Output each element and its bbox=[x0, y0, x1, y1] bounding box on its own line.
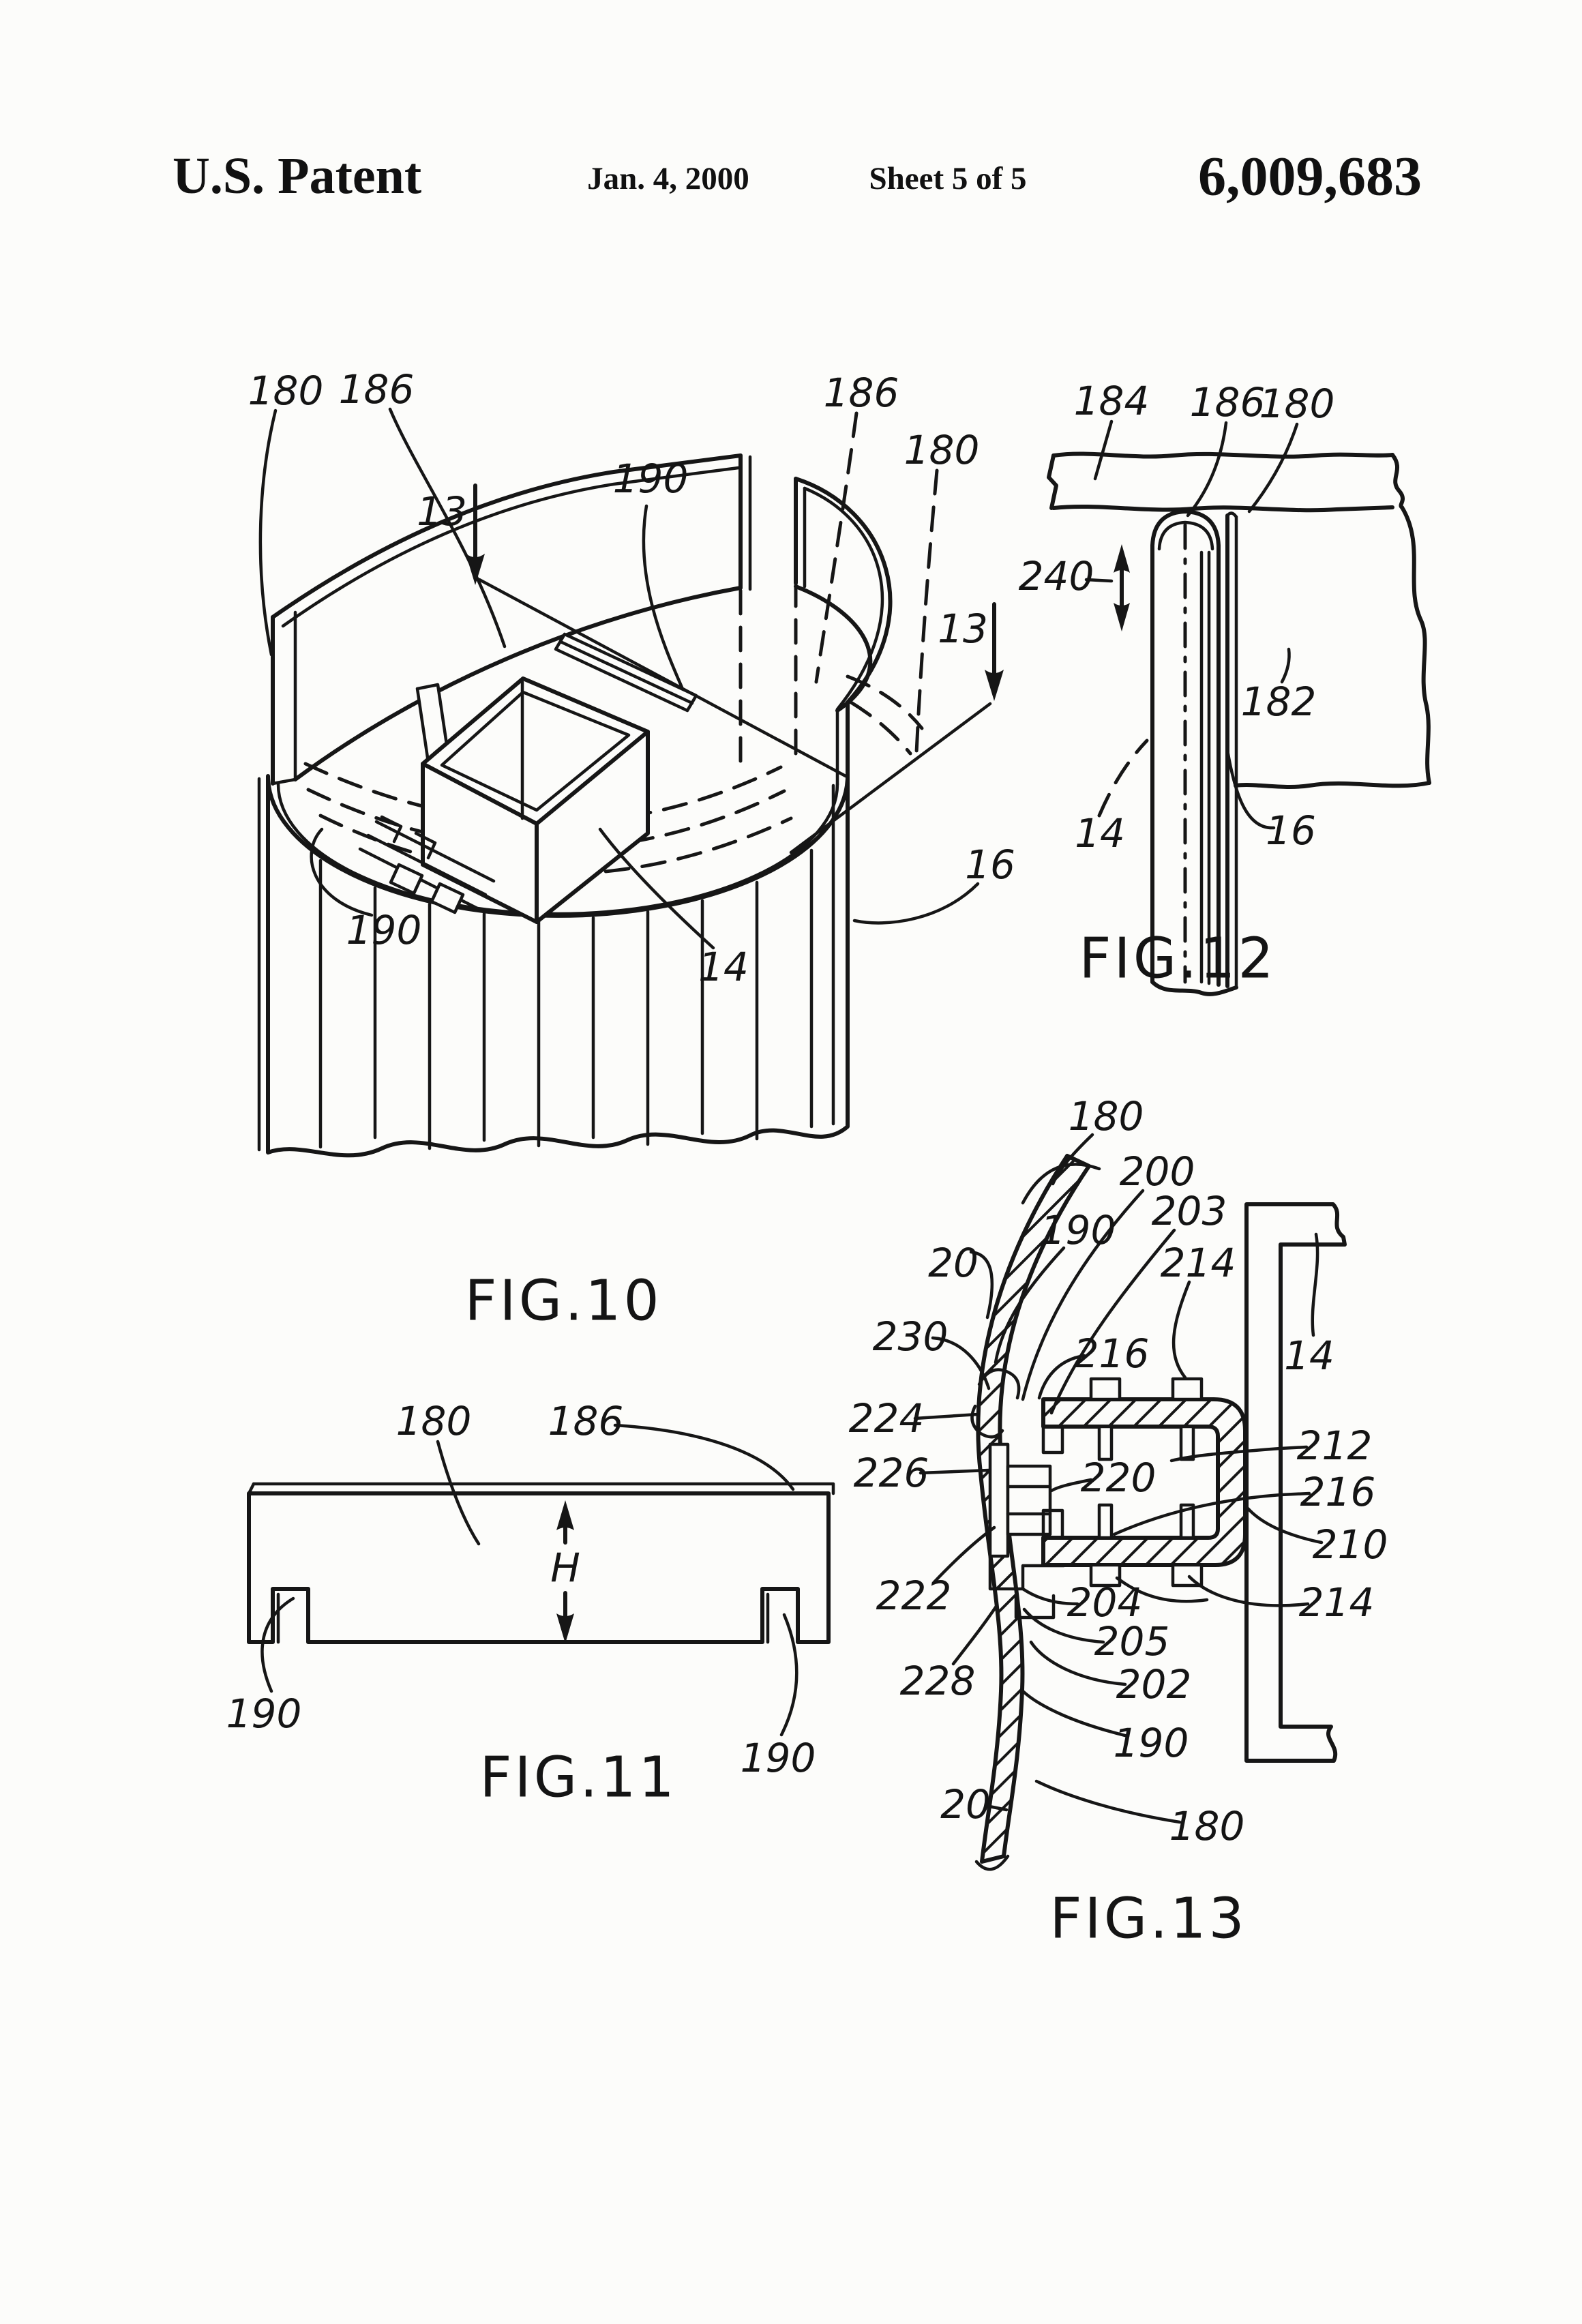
ref-numeral-202: 202 bbox=[1116, 1661, 1192, 1708]
ref-numeral-14: 14 bbox=[698, 944, 749, 990]
bracket-14 bbox=[1244, 1202, 1347, 1763]
header-patent-number: 6,009,683 bbox=[1198, 145, 1422, 207]
fig11-caption: FIG.11 bbox=[479, 1746, 676, 1811]
ref-numeral-228: 228 bbox=[900, 1658, 976, 1704]
header-date: Jan. 4, 2000 bbox=[587, 161, 749, 196]
ref-numeral-H: H bbox=[550, 1545, 580, 1591]
ref-numeral-186: 186 bbox=[548, 1398, 624, 1444]
ref-numeral-205: 205 bbox=[1094, 1618, 1170, 1665]
fig13-caption: FIG.13 bbox=[1049, 1887, 1247, 1952]
clip-cluster bbox=[358, 815, 496, 914]
vertical-adjust-arrow bbox=[1084, 544, 1130, 631]
ref-numeral-190: 190 bbox=[1114, 1720, 1189, 1766]
ref-numeral-210: 210 bbox=[1313, 1521, 1388, 1568]
header-title: U.S. Patent bbox=[173, 147, 421, 205]
ref-numeral-216: 216 bbox=[1074, 1330, 1150, 1377]
ref-numeral-190: 190 bbox=[741, 1735, 816, 1781]
ref-numeral-186: 186 bbox=[824, 370, 899, 416]
ref-numeral-180: 180 bbox=[396, 1398, 472, 1444]
ref-numeral-190: 190 bbox=[1041, 1207, 1116, 1253]
retainer-bolts bbox=[1089, 1377, 1204, 1588]
fig12-caption: FIG.12 bbox=[1079, 927, 1276, 992]
fig12-leaders bbox=[1093, 419, 1299, 830]
height-dimension-arrow bbox=[556, 1500, 574, 1643]
ref-numeral-230: 230 bbox=[873, 1313, 949, 1360]
fig10-leaders bbox=[258, 407, 980, 950]
rib-tube bbox=[1150, 509, 1238, 996]
ref-numeral-224: 224 bbox=[849, 1395, 925, 1442]
clip-details bbox=[970, 1368, 1066, 1620]
ref-numeral-190: 190 bbox=[226, 1690, 302, 1737]
ring-sheet bbox=[1234, 505, 1431, 789]
ref-numeral-14: 14 bbox=[1284, 1332, 1334, 1379]
square-duct bbox=[415, 632, 698, 924]
ref-numeral-226: 226 bbox=[854, 1450, 929, 1496]
ref-numeral-214: 214 bbox=[1299, 1579, 1375, 1626]
ref-numeral-180: 180 bbox=[1169, 1803, 1245, 1849]
section-line-13 bbox=[466, 483, 1004, 854]
ref-numeral-200: 200 bbox=[1120, 1148, 1195, 1195]
ref-numeral-186: 186 bbox=[1190, 379, 1266, 426]
ref-numeral-182: 182 bbox=[1241, 679, 1317, 725]
ref-numeral-203: 203 bbox=[1152, 1188, 1227, 1234]
ref-numeral-204: 204 bbox=[1067, 1579, 1143, 1626]
ref-numeral-190: 190 bbox=[613, 456, 689, 502]
ref-numeral-214: 214 bbox=[1161, 1240, 1236, 1286]
ref-numeral-180: 180 bbox=[904, 427, 980, 473]
ref-numeral-190: 190 bbox=[346, 907, 422, 953]
ref-numeral-13: 13 bbox=[938, 606, 988, 652]
ref-numeral-20: 20 bbox=[940, 1781, 991, 1828]
ref-numeral-220: 220 bbox=[1081, 1455, 1156, 1501]
ref-numeral-212: 212 bbox=[1297, 1422, 1373, 1469]
header-sheet: Sheet 5 of 5 bbox=[869, 161, 1026, 196]
page-header: U.S. Patent Jan. 4, 2000 Sheet 5 of 5 6,… bbox=[173, 145, 1422, 207]
liner-band bbox=[271, 453, 893, 786]
fig10-caption: FIG.10 bbox=[464, 1269, 661, 1334]
ref-numeral-186: 186 bbox=[339, 366, 415, 413]
fig11-leaders bbox=[260, 1423, 799, 1737]
ring-bar bbox=[1047, 451, 1405, 513]
drum-flutes bbox=[318, 848, 814, 1150]
retainer-channel bbox=[1041, 1397, 1247, 1567]
ref-numeral-216: 216 bbox=[1300, 1469, 1376, 1515]
ref-numeral-180: 180 bbox=[1069, 1093, 1144, 1139]
liner-segment bbox=[247, 1482, 835, 1644]
ref-numeral-16: 16 bbox=[965, 841, 1015, 888]
ref-numeral-222: 222 bbox=[876, 1573, 952, 1619]
ref-numeral-180: 180 bbox=[248, 368, 324, 414]
ref-numeral-16: 16 bbox=[1266, 807, 1316, 854]
ref-numeral-240: 240 bbox=[1019, 553, 1094, 599]
ref-numeral-184: 184 bbox=[1074, 378, 1150, 424]
fig13-leaders bbox=[913, 1133, 1324, 1824]
ref-numeral-14: 14 bbox=[1075, 810, 1125, 856]
ref-numeral-20: 20 bbox=[928, 1240, 979, 1286]
ref-numeral-180: 180 bbox=[1259, 381, 1335, 427]
ref-numeral-13: 13 bbox=[417, 488, 467, 535]
